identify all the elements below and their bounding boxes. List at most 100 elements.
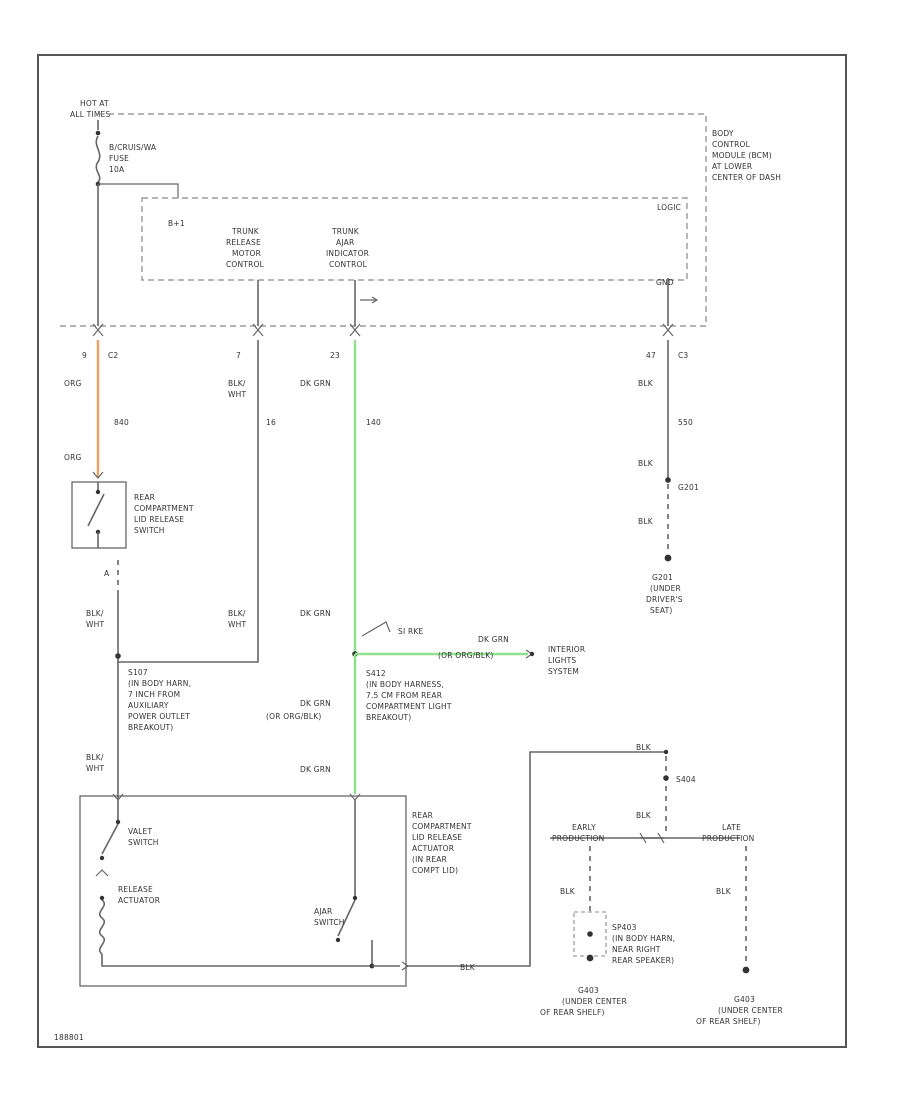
svg-text:REAR: REAR bbox=[412, 811, 433, 820]
ajar-switch-label: AJAR SWITCH bbox=[314, 907, 345, 927]
switch-top-terminal bbox=[92, 471, 104, 479]
svg-text:SWITCH: SWITCH bbox=[314, 918, 345, 927]
svg-text:LID RELEASE: LID RELEASE bbox=[412, 833, 462, 842]
svg-text:NEAR RIGHT: NEAR RIGHT bbox=[612, 945, 661, 954]
svg-text:PRODUCTION: PRODUCTION bbox=[702, 834, 754, 843]
svg-text:WHT: WHT bbox=[228, 620, 246, 629]
svg-text:CENTER OF DASH: CENTER OF DASH bbox=[712, 173, 781, 182]
svg-text:(IN BODY HARNESS,: (IN BODY HARNESS, bbox=[366, 680, 444, 689]
svg-text:G403: G403 bbox=[734, 995, 755, 1004]
svg-text:CONTROL: CONTROL bbox=[712, 140, 751, 149]
sp403-label: SP403 (IN BODY HARN, NEAR RIGHT REAR SPE… bbox=[612, 923, 675, 965]
g201-ground-icon bbox=[664, 554, 672, 562]
svg-text:COMPARTMENT: COMPARTMENT bbox=[134, 504, 194, 513]
svg-text:BLK: BLK bbox=[460, 963, 476, 972]
svg-text:ACTUATOR: ACTUATOR bbox=[412, 844, 454, 853]
svg-text:WHT: WHT bbox=[86, 620, 104, 629]
g403-left-label: G403 (UNDER CENTER OF REAR SHELF) bbox=[540, 986, 627, 1017]
svg-text:(UNDER CENTER: (UNDER CENTER bbox=[562, 997, 627, 1006]
svg-text:DRIVER'S: DRIVER'S bbox=[646, 595, 683, 604]
svg-text:WHT: WHT bbox=[86, 764, 104, 773]
pin-7: 7 bbox=[236, 351, 241, 360]
svg-text:AT LOWER: AT LOWER bbox=[712, 162, 752, 171]
svg-text:(UNDER: (UNDER bbox=[650, 584, 681, 593]
s107-splice-dot bbox=[115, 653, 121, 659]
fuse-label-3: 10A bbox=[109, 165, 125, 174]
diagram-code: 188801 bbox=[54, 1033, 84, 1042]
svg-text:RELEASE: RELEASE bbox=[118, 885, 153, 894]
fuse-label-2: FUSE bbox=[109, 154, 129, 163]
svg-text:BLK: BLK bbox=[636, 811, 652, 820]
fuse-label-1: B/CRUIS/WA bbox=[109, 143, 157, 152]
svg-text:AJAR: AJAR bbox=[314, 907, 332, 916]
svg-text:COMPARTMENT: COMPARTMENT bbox=[412, 822, 472, 831]
diagram-frame bbox=[37, 54, 847, 1048]
arrow-icon bbox=[360, 296, 379, 304]
svg-text:COMPT LID): COMPT LID) bbox=[412, 866, 458, 875]
svg-text:BLK/: BLK/ bbox=[228, 609, 246, 618]
trunk-ajar-label: TRUNK AJAR INDICATOR CONTROL bbox=[326, 227, 369, 269]
svg-text:BLK/: BLK/ bbox=[228, 379, 246, 388]
pin-23: 23 bbox=[330, 351, 340, 360]
svg-text:REAR SPEAKER): REAR SPEAKER) bbox=[612, 956, 674, 965]
pin-9: 9 bbox=[82, 351, 87, 360]
s107-label: S107 (IN BODY HARN, 7 INCH FROM AUXILIAR… bbox=[128, 668, 191, 732]
conn-c2: C2 bbox=[108, 351, 118, 360]
svg-text:BLK: BLK bbox=[638, 517, 654, 526]
late-production: LATE bbox=[722, 823, 741, 832]
production-break-icon bbox=[639, 832, 665, 844]
svg-text:AUXILIARY: AUXILIARY bbox=[128, 701, 169, 710]
g403-right-ground-icon bbox=[742, 966, 750, 974]
s412-label: S412 (IN BODY HARNESS, 7.5 CM FROM REAR … bbox=[366, 669, 452, 722]
svg-text:SWITCH: SWITCH bbox=[134, 526, 165, 535]
svg-text:CONTROL: CONTROL bbox=[226, 260, 265, 269]
svg-text:BLK: BLK bbox=[716, 887, 732, 896]
svg-text:DK GRN: DK GRN bbox=[300, 765, 331, 774]
switch-contact-icon bbox=[87, 493, 105, 527]
svg-text:OF REAR SHELF): OF REAR SHELF) bbox=[696, 1017, 761, 1026]
g201-label: G201 (UNDER DRIVER'S SEAT) bbox=[646, 573, 683, 615]
svg-text:DK GRN: DK GRN bbox=[478, 635, 509, 644]
release-actuator-label: RELEASE ACTUATOR bbox=[118, 885, 160, 905]
svg-text:SWITCH: SWITCH bbox=[128, 838, 159, 847]
s404-splice-dot bbox=[663, 775, 669, 781]
si-rke-ref-icon bbox=[361, 621, 391, 637]
svg-text:DK GRN: DK GRN bbox=[300, 609, 331, 618]
bcm-label: BODY CONTROL MODULE (BCM) AT LOWER CENTE… bbox=[712, 129, 781, 182]
svg-text:7.5 CM FROM REAR: 7.5 CM FROM REAR bbox=[366, 691, 442, 700]
svg-text:INDICATOR: INDICATOR bbox=[326, 249, 369, 258]
svg-text:S412: S412 bbox=[366, 669, 386, 678]
svg-text:BLK: BLK bbox=[560, 887, 576, 896]
fuse-icon bbox=[95, 135, 101, 183]
lid-release-switch-label: REAR COMPARTMENT LID RELEASE SWITCH bbox=[134, 493, 194, 535]
s107-junction bbox=[117, 652, 259, 663]
org-wire-circuit: 840 bbox=[114, 418, 129, 427]
svg-text:INTERIOR: INTERIOR bbox=[548, 645, 585, 654]
sp403-splice-dot bbox=[587, 931, 593, 937]
svg-text:BREAKOUT): BREAKOUT) bbox=[128, 723, 173, 732]
svg-text:BLK: BLK bbox=[636, 743, 652, 752]
svg-text:REAR: REAR bbox=[134, 493, 155, 502]
bcm-logic-box bbox=[141, 197, 688, 281]
hot-label-2: ALL TIMES bbox=[70, 110, 110, 119]
si-rke-ref: SI RKE bbox=[398, 627, 423, 636]
early-production: EARLY bbox=[572, 823, 596, 832]
trunk-release-label: TRUNK RELEASE MOTOR CONTROL bbox=[226, 227, 265, 269]
svg-text:SEAT): SEAT) bbox=[650, 606, 673, 615]
svg-text:ACTUATOR: ACTUATOR bbox=[118, 896, 160, 905]
svg-text:WHT: WHT bbox=[228, 390, 246, 399]
svg-text:S107: S107 bbox=[128, 668, 148, 677]
svg-text:(IN BODY HARN,: (IN BODY HARN, bbox=[128, 679, 191, 688]
svg-text:(IN BODY HARN,: (IN BODY HARN, bbox=[612, 934, 675, 943]
s404-label: S404 bbox=[676, 775, 696, 784]
circuit-550: 550 bbox=[678, 418, 693, 427]
valet-switch-label: VALET SWITCH bbox=[128, 827, 159, 847]
svg-text:SYSTEM: SYSTEM bbox=[548, 667, 579, 676]
svg-text:PRODUCTION: PRODUCTION bbox=[552, 834, 604, 843]
g201-splice-dot bbox=[665, 477, 671, 483]
svg-text:DK GRN: DK GRN bbox=[300, 379, 331, 388]
conn-c3: C3 bbox=[678, 351, 688, 360]
svg-text:CONTROL: CONTROL bbox=[329, 260, 368, 269]
